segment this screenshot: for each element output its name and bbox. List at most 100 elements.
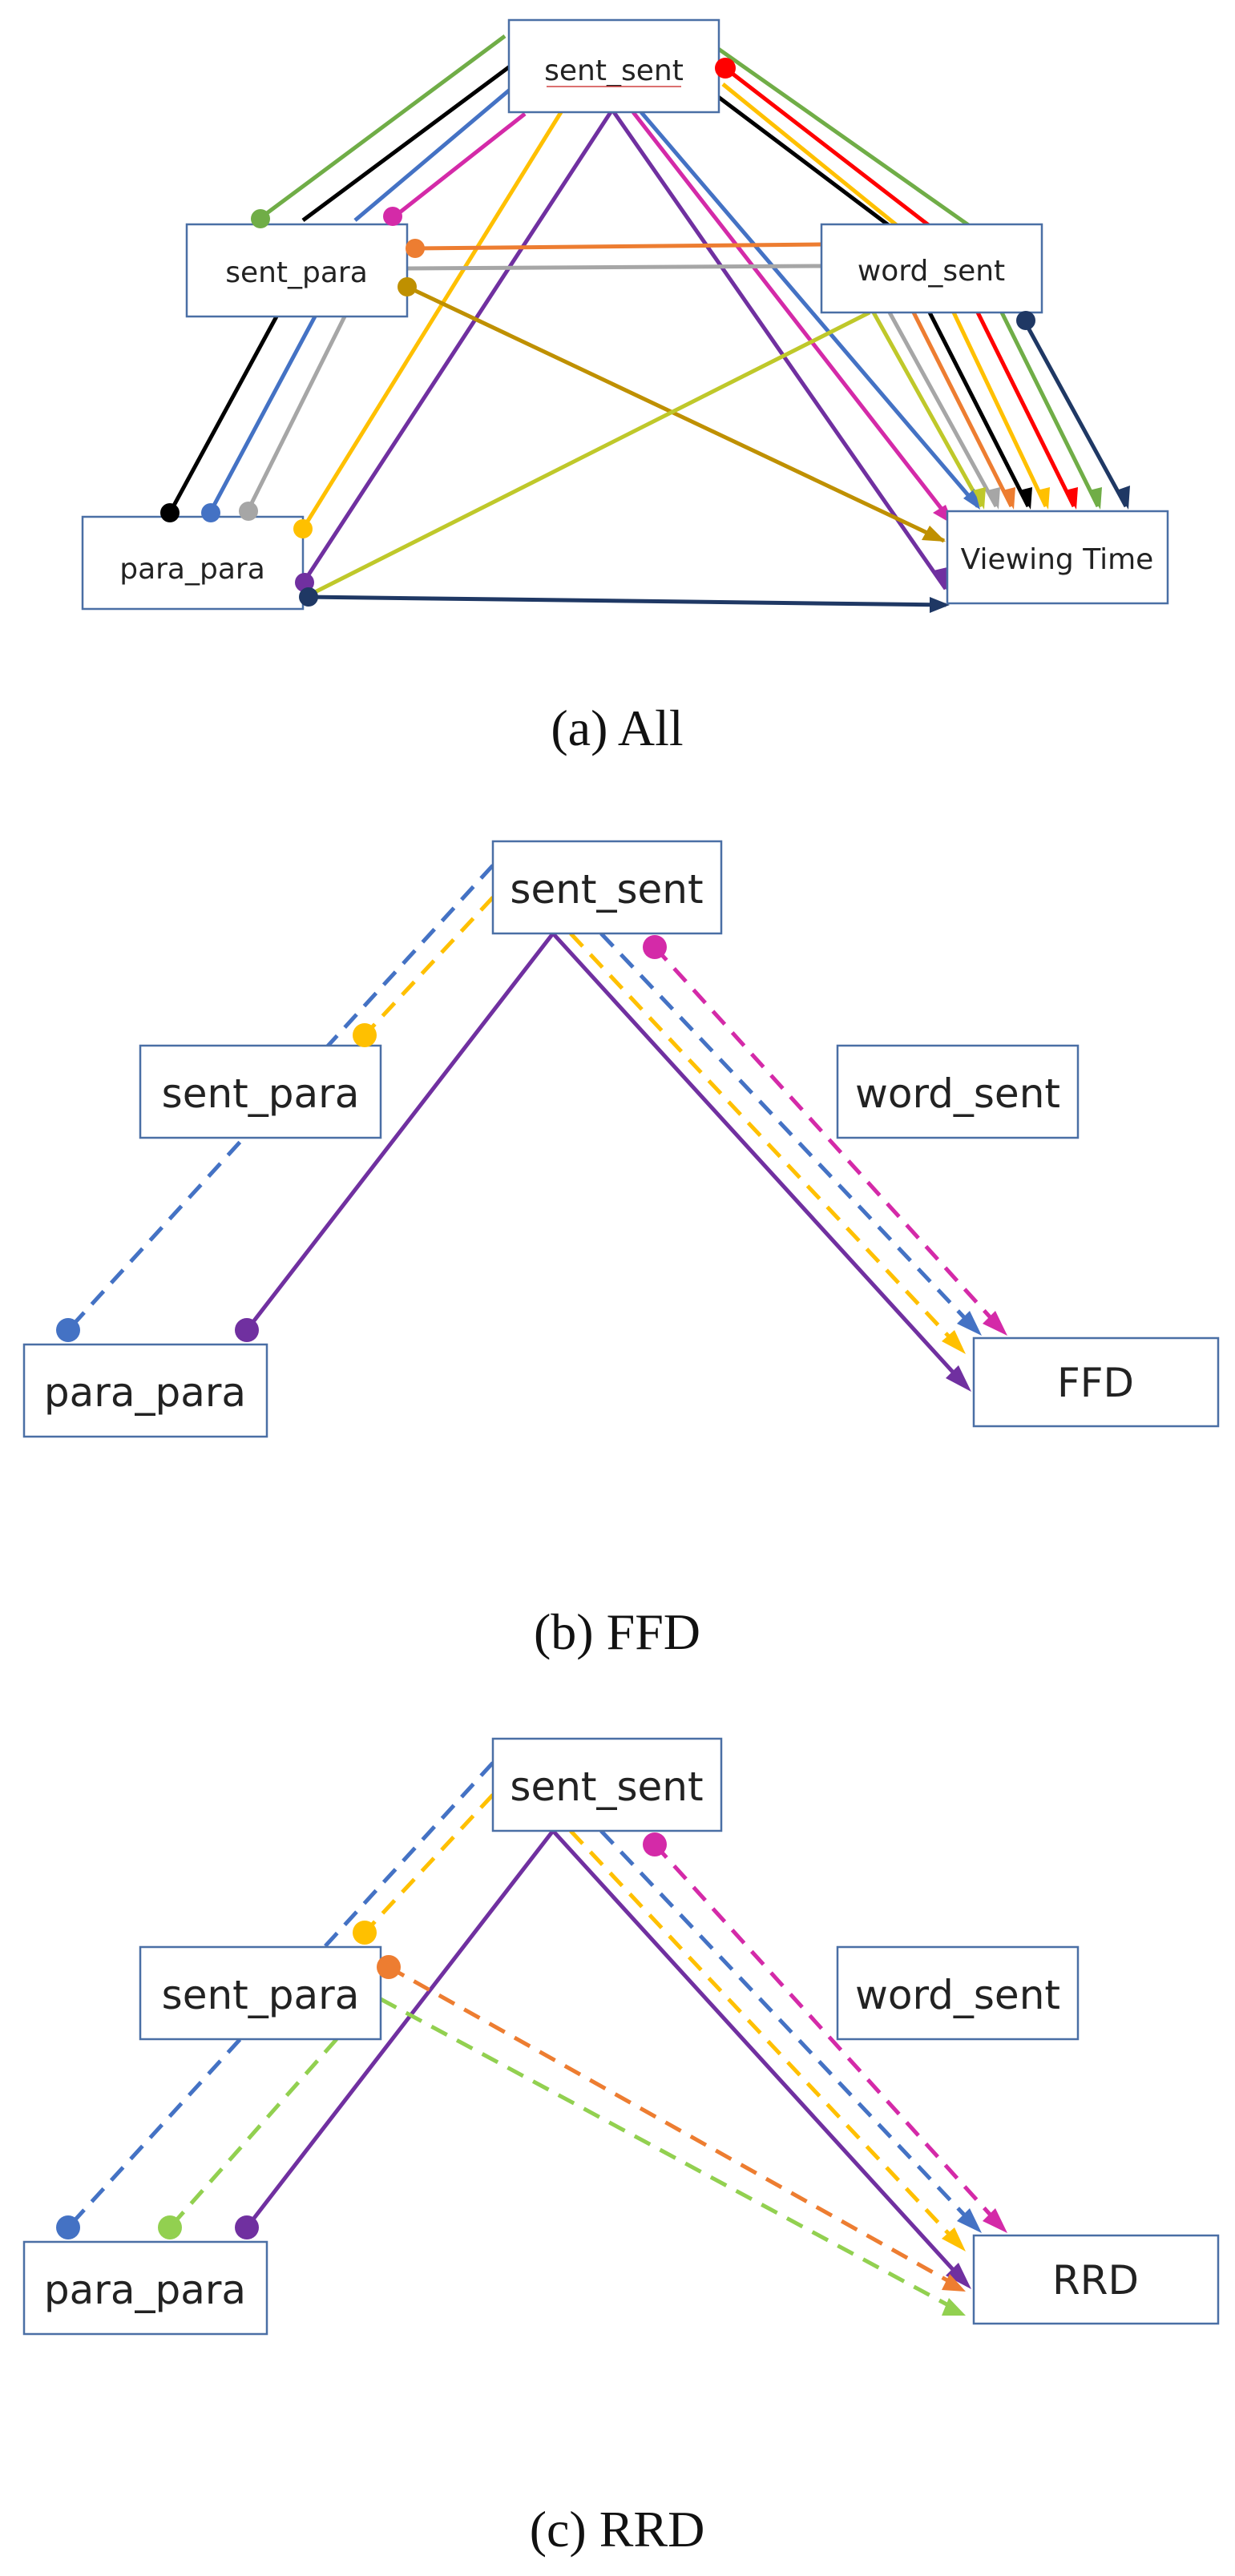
edge-blue-dashed-sent_sent-para_para [67, 864, 494, 1332]
node-label: para_para [119, 553, 265, 586]
arrowhead-lightgreen [942, 2298, 966, 2316]
dot-black [160, 503, 180, 522]
edge-orange-word_sent-target [911, 311, 1014, 508]
panel-all: sent_sent sent_para word_sent para_para … [81, 18, 1169, 756]
arrowhead-black [1019, 487, 1032, 510]
dot-magenta [383, 207, 402, 226]
node-label: sent_sent [510, 1764, 703, 1810]
edges-rrd [67, 1761, 1003, 2314]
node-sent_sent-all: sent_sent [507, 18, 720, 114]
edge-gray-sent_para-para_para [244, 315, 347, 514]
node-sent_sent-ffd: sent_sent [491, 840, 723, 935]
arrowhead-yellow [942, 1330, 966, 1354]
edge-magenta-sent_sent-target [632, 111, 954, 524]
dot-red [715, 58, 736, 79]
dot-lightgreen [158, 2215, 182, 2239]
edge-orange-sent_para-word_sent [414, 242, 822, 251]
arrowhead-yellow [1037, 487, 1050, 510]
arrowhead-red [1065, 487, 1078, 510]
edge-gray-word_sent-target [887, 311, 999, 508]
edge-green-sent_sent-sent_para [259, 34, 507, 220]
edge-yellow-dashed-sent_sent-sent_para [363, 1793, 494, 1934]
dot-yellow [293, 519, 313, 538]
node-sent_para-ffd: sent_para [139, 1044, 382, 1139]
dot-orange [377, 1955, 401, 1979]
panel-rrd: sent_sent sent_para word_sent para_para … [22, 1737, 1220, 2558]
node-para_para-all: para_para [81, 515, 305, 611]
edge-orange-dashed-sent_para-target [387, 1965, 962, 2290]
node-para_para-rrd: para_para [22, 2240, 268, 2336]
edge-red-sent_sent-word_sent [724, 67, 931, 228]
node-label: word_sent [855, 1070, 1060, 1117]
edge-lime-word_sent-para_para [307, 310, 871, 598]
edge-blue-dashed-sent_sent-target [599, 1829, 978, 2229]
node-word_sent-rrd: word_sent [836, 1945, 1080, 2041]
arrowhead-green [1089, 487, 1102, 510]
arrowhead-gray [987, 487, 1000, 510]
dot-purple [295, 573, 314, 592]
edge-lightgreen-dashed-sent_para-target [379, 1997, 962, 2314]
arrowhead-blue [957, 1311, 982, 1336]
node-label: para_para [44, 1369, 246, 1416]
edge-yellow-dashed-sent_sent-sent_para [363, 896, 494, 1037]
dot-magenta [643, 1832, 667, 1856]
edge-yellow-word_sent-target [951, 311, 1048, 508]
edge-gold-sent_para-target [406, 284, 946, 543]
dots-all [160, 58, 1035, 607]
edge-black-sent_sent-sent_para [301, 62, 515, 223]
node-label: sent_para [162, 1070, 360, 1117]
node-label: FFD [1057, 1360, 1134, 1406]
edge-navy-word_sent-target [1022, 319, 1128, 508]
arrowhead-navy [1116, 486, 1130, 510]
edge-purple-solid-sent_sent-para_para [245, 932, 555, 1332]
dot-orange [406, 239, 425, 258]
edge-blue-sent_sent-target [640, 111, 979, 508]
arrowhead-purple [934, 567, 947, 591]
caption-ffd: (b) FFD [534, 1603, 700, 1660]
node-label: sent_sent [544, 54, 684, 87]
node-label: sent_sent [510, 866, 703, 913]
dots-ffd [56, 935, 667, 1342]
edge-red-word_sent-target [975, 311, 1076, 508]
node-label: sent_para [225, 256, 368, 289]
edge-black-sent_para-para_para [167, 315, 279, 514]
dot-blue [56, 2215, 80, 2239]
edge-blue-sent_para-para_para [208, 315, 317, 514]
node-label: Viewing Time [961, 543, 1154, 576]
node-label: para_para [44, 2267, 246, 2313]
arrowhead-gold [922, 526, 946, 542]
edge-green-sent_sent-word_sent [716, 46, 971, 228]
arrowhead-navy-pp [930, 597, 950, 613]
node-label: word_sent [855, 1972, 1060, 2018]
edge-lime-word_sent-target [871, 311, 984, 508]
edge-lightgreen-dashed-sent_para-para_para [168, 2038, 338, 2229]
edge-yellow-sent_sent-para_para [301, 111, 563, 530]
dot-purple [235, 2215, 259, 2239]
caption-rrd: (c) RRD [530, 2501, 705, 2558]
arrowhead-purple [946, 1365, 971, 1392]
arrowhead-magenta [983, 1311, 1007, 1336]
node-target-rrd: RRD [972, 2234, 1220, 2325]
dot-blue [201, 503, 220, 522]
node-word_sent-ffd: word_sent [836, 1044, 1080, 1139]
edge-blue-sent_sent-sent_para [353, 88, 511, 222]
panel-ffd: sent_sent sent_para word_sent para_para … [22, 840, 1220, 1660]
arrowhead-blue [957, 2208, 982, 2233]
node-sent_para-all: sent_para [185, 223, 409, 318]
arrowhead-lime [973, 487, 986, 510]
dot-purple [235, 1318, 259, 1342]
node-sent_para-rrd: sent_para [139, 1945, 382, 2041]
edge-yellow-dashed-sent_sent-target [569, 1829, 962, 2247]
dot-navy-pp [299, 587, 318, 607]
arrowhead-orange [1003, 487, 1015, 510]
dot-blue [56, 1318, 80, 1342]
edge-yellow-sent_sent-word_sent [721, 83, 899, 228]
dot-green [251, 209, 270, 228]
edge-yellow-dashed-sent_sent-target [569, 932, 962, 1350]
node-sent_sent-rrd: sent_sent [491, 1737, 723, 1832]
arrowheads-all [922, 486, 1130, 613]
dot-yellow [353, 1023, 377, 1047]
node-target-ffd: FFD [972, 1336, 1220, 1428]
node-target-all: Viewing Time [946, 510, 1169, 605]
